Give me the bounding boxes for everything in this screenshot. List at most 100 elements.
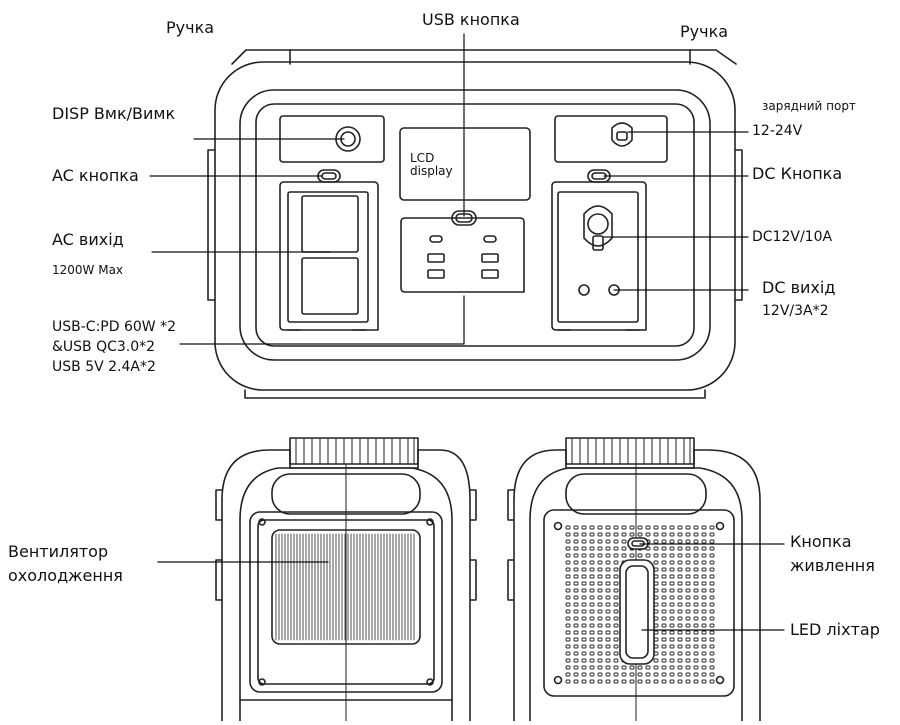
vent-slot xyxy=(693,539,699,544)
label-fan-2: охолодження xyxy=(8,566,123,585)
vent-slot xyxy=(589,630,595,635)
vent-slot xyxy=(573,609,579,614)
vent-slot xyxy=(653,560,659,565)
vent-slot xyxy=(621,553,627,558)
vent-slot xyxy=(589,539,595,544)
vent-slot xyxy=(597,651,603,656)
vent-slot xyxy=(589,567,595,572)
vent-slot xyxy=(605,637,611,642)
vent-slot xyxy=(661,581,667,586)
vent-slot xyxy=(605,658,611,663)
vent-slot xyxy=(701,679,707,684)
dc-output-port xyxy=(578,284,590,296)
vent-slot xyxy=(589,581,595,586)
label-charge-voltage: 12-24V xyxy=(752,123,803,139)
label-usb-spec-3: USB 5V 2.4A*2 xyxy=(52,359,156,375)
vent-slot xyxy=(709,532,715,537)
vent-slot xyxy=(589,546,595,551)
vent-slot xyxy=(693,560,699,565)
vent-slot xyxy=(573,637,579,642)
vent-slot xyxy=(677,532,683,537)
vent-slot xyxy=(581,672,587,677)
vent-slot xyxy=(693,574,699,579)
vent-slot xyxy=(565,539,571,544)
vent-slot xyxy=(565,602,571,607)
vent-slot xyxy=(653,525,659,530)
usbc-port-right xyxy=(483,235,497,243)
vent-slot xyxy=(597,588,603,593)
vent-slot xyxy=(605,588,611,593)
vent-slot xyxy=(565,630,571,635)
vent-slot xyxy=(685,616,691,621)
vent-slot xyxy=(581,679,587,684)
vent-slot xyxy=(597,595,603,600)
vent-slot xyxy=(701,546,707,551)
vent-slot xyxy=(661,539,667,544)
vent-slot xyxy=(589,609,595,614)
ac-panel xyxy=(279,181,379,331)
vent-slot xyxy=(589,602,595,607)
vent-slot xyxy=(621,539,627,544)
vent-slot xyxy=(589,588,595,593)
vent-slot xyxy=(701,525,707,530)
vent-slot xyxy=(685,679,691,684)
vent-slot xyxy=(685,553,691,558)
vent-slot xyxy=(661,532,667,537)
vent-slot xyxy=(677,574,683,579)
vent-slot xyxy=(693,525,699,530)
vent-slot xyxy=(613,644,619,649)
vent-slot xyxy=(685,525,691,530)
vent-slot xyxy=(565,665,571,670)
vent-slot xyxy=(661,525,667,530)
vent-slot xyxy=(573,567,579,572)
vent-slot xyxy=(693,588,699,593)
vent-slot xyxy=(573,602,579,607)
vent-slot xyxy=(573,630,579,635)
vent-slot xyxy=(597,546,603,551)
vent-slot xyxy=(701,637,707,642)
vent-slot xyxy=(685,574,691,579)
vent-slot xyxy=(581,546,587,551)
vent-slot xyxy=(693,679,699,684)
vent-slot xyxy=(573,532,579,537)
label-dc-output-spec: 12V/3A*2 xyxy=(762,303,829,319)
vent-slot xyxy=(581,532,587,537)
vent-slot xyxy=(661,630,667,635)
vent-slot xyxy=(589,595,595,600)
vent-slot xyxy=(701,630,707,635)
vent-slot xyxy=(661,609,667,614)
vent-slot xyxy=(709,616,715,621)
vent-slot xyxy=(653,553,659,558)
vent-slot xyxy=(581,539,587,544)
vent-slot xyxy=(589,658,595,663)
vent-slot xyxy=(693,623,699,628)
fan-grille-icon xyxy=(271,529,421,645)
vent-slot xyxy=(693,581,699,586)
vent-slot xyxy=(613,616,619,621)
vent-slot xyxy=(693,616,699,621)
vent-slot xyxy=(597,525,603,530)
vent-slot xyxy=(613,581,619,586)
vent-slot xyxy=(693,637,699,642)
vent-slot xyxy=(597,574,603,579)
vent-slot xyxy=(701,644,707,649)
vent-slot xyxy=(701,539,707,544)
vent-slot xyxy=(565,679,571,684)
vent-slot xyxy=(613,630,619,635)
vent-slot xyxy=(581,630,587,635)
right-handle xyxy=(565,437,695,465)
label-ac-output: AC вихід xyxy=(52,230,124,249)
vent-slot xyxy=(565,546,571,551)
vent-slot xyxy=(637,532,643,537)
vent-slot xyxy=(573,574,579,579)
vent-slot xyxy=(605,679,611,684)
vent-slot xyxy=(669,560,675,565)
vent-slot xyxy=(693,665,699,670)
vent-slot xyxy=(605,665,611,670)
vent-slot xyxy=(685,637,691,642)
front-outer-body xyxy=(214,61,736,391)
vent-slot xyxy=(597,532,603,537)
vent-slot xyxy=(605,616,611,621)
